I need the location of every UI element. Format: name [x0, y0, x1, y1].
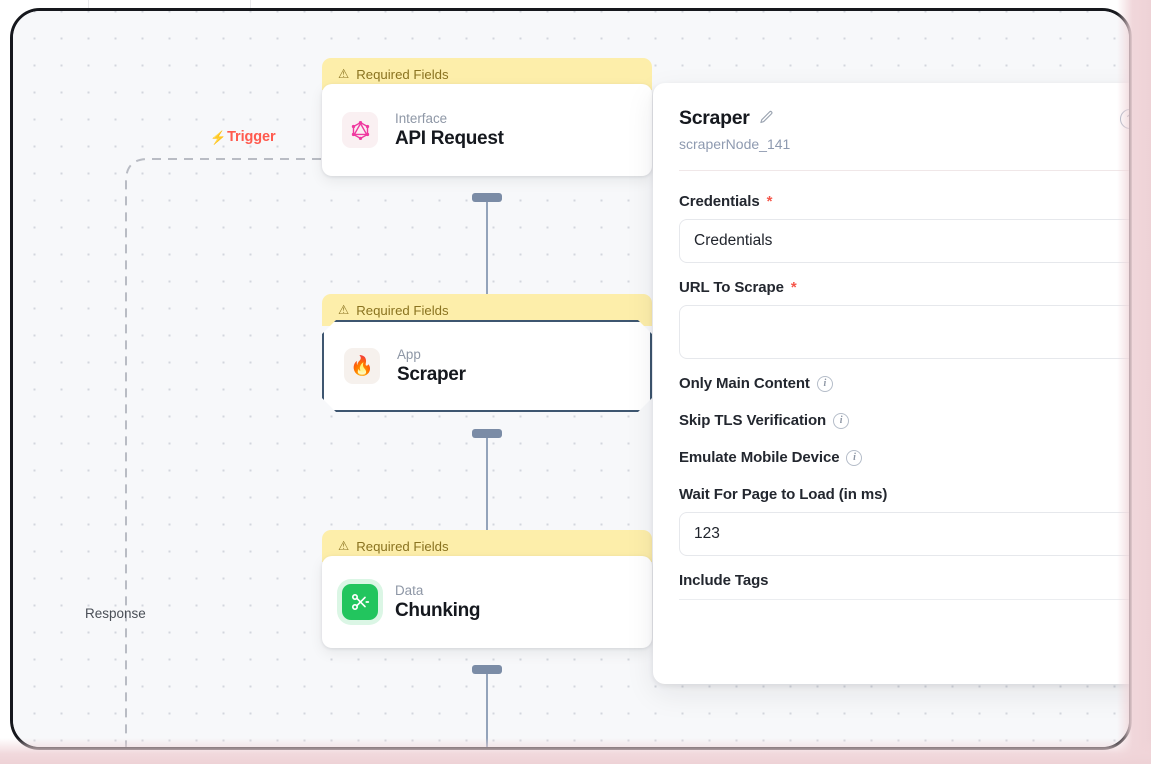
help-glyph: ? [1127, 112, 1129, 126]
flame-icon: 🔥 [344, 348, 380, 384]
field-label: Only Main Content i [679, 375, 1129, 392]
field-url-to-scrape: URL To Scrape * [679, 279, 1129, 359]
field-label: Credentials * [679, 193, 1129, 210]
field-only-main-content[interactable]: Only Main Content i [679, 375, 1129, 392]
response-label: Response [85, 606, 146, 621]
workflow-window: ⚡ Trigger Response ⚠ Required Fields [10, 8, 1132, 750]
handle-chunking-out[interactable] [472, 665, 502, 674]
panel-subtitle: scraperNode_141 [679, 136, 791, 152]
wait-value: 123 [694, 525, 720, 542]
node-text: Interface API Request [395, 111, 504, 150]
warning-triangle-icon: ⚠ [338, 66, 350, 81]
handle-api-request-out[interactable] [472, 193, 502, 202]
lightning-bolt-icon: ⚡ [210, 129, 227, 145]
field-label-text: Wait For Page to Load (in ms) [679, 486, 888, 503]
field-label-text: Only Main Content [679, 375, 810, 392]
node-title-label: Chunking [395, 599, 481, 621]
info-icon[interactable]: i [816, 375, 833, 392]
node-kind-label: App [397, 346, 421, 362]
field-label: Skip TLS Verification i [679, 412, 1129, 429]
credentials-select[interactable]: Credentials [679, 219, 1129, 263]
field-label-text: Credentials [679, 193, 760, 210]
node-card-body[interactable]: Data Chunking [322, 556, 652, 648]
scissors-icon [342, 584, 378, 620]
node-kind-label: Data [395, 582, 424, 598]
field-label-text: URL To Scrape [679, 279, 784, 296]
warning-triangle-icon: ⚠ [338, 538, 350, 553]
node-title-label: API Request [395, 127, 504, 149]
node-warning-text: Required Fields [356, 302, 449, 318]
node-chunking[interactable]: ⚠ Required Fields Data [322, 530, 652, 648]
field-skip-tls-verification[interactable]: Skip TLS Verification i [679, 412, 1129, 429]
required-asterisk: * [790, 279, 797, 296]
trigger-label: ⚡ Trigger [210, 129, 276, 145]
panel-header: Scraper scraperNode_141 ? [653, 83, 1129, 171]
field-label-text: Skip TLS Verification [679, 412, 827, 429]
info-icon[interactable]: i [846, 449, 863, 466]
credentials-value: Credentials [694, 232, 773, 249]
node-title-label: Scraper [397, 363, 466, 385]
trigger-label-text: Trigger [227, 129, 276, 145]
node-scraper[interactable]: ⚠ Required Fields 🔥 App Scraper [322, 294, 652, 412]
node-kind-label: Interface [395, 110, 448, 126]
required-asterisk: * [766, 193, 773, 210]
edge-chunking-out [486, 669, 488, 747]
field-wait-for-page-to-load: Wait For Page to Load (in ms) 123 [679, 486, 1129, 556]
flame-glyph: 🔥 [350, 356, 374, 377]
field-label-text: Include Tags [679, 572, 769, 589]
node-api-request[interactable]: ⚠ Required Fields [322, 58, 652, 176]
field-emulate-mobile-device[interactable]: Emulate Mobile Device i [679, 449, 1129, 466]
handle-scraper-out[interactable] [472, 429, 502, 438]
node-config-panel: Scraper scraperNode_141 ? [653, 83, 1129, 684]
graphql-hexagon-icon [342, 112, 378, 148]
panel-title: Scraper [679, 107, 750, 129]
node-warning-text: Required Fields [356, 66, 449, 82]
field-label: Include Tags [679, 572, 1129, 589]
node-card-body[interactable]: 🔥 App Scraper [322, 320, 652, 412]
field-label: URL To Scrape * [679, 279, 1129, 296]
node-text: Data Chunking [395, 582, 481, 622]
node-text: App Scraper [397, 347, 466, 386]
panel-divider [679, 170, 1129, 171]
field-label: Wait For Page to Load (in ms) [679, 486, 1129, 503]
wait-for-page-input[interactable]: 123 [679, 512, 1129, 556]
include-tags-underline[interactable] [679, 599, 1129, 600]
panel-title-row: Scraper [679, 107, 1129, 130]
info-icon[interactable]: i [833, 412, 850, 429]
warning-triangle-icon: ⚠ [338, 302, 350, 317]
edge-api-to-scraper [486, 197, 488, 303]
field-credentials: Credentials * Credentials [679, 193, 1129, 263]
panel-form: Credentials * Credentials URL To Scrape … [653, 171, 1129, 600]
edge-scraper-to-chunking [486, 433, 488, 539]
field-include-tags: Include Tags [679, 572, 1129, 600]
node-card-body[interactable]: Interface API Request [322, 84, 652, 176]
field-label: Emulate Mobile Device i [679, 449, 1129, 466]
node-warning-text: Required Fields [356, 538, 449, 554]
field-label-text: Emulate Mobile Device [679, 449, 840, 466]
pencil-icon[interactable] [759, 110, 774, 128]
url-to-scrape-input[interactable] [679, 305, 1129, 359]
